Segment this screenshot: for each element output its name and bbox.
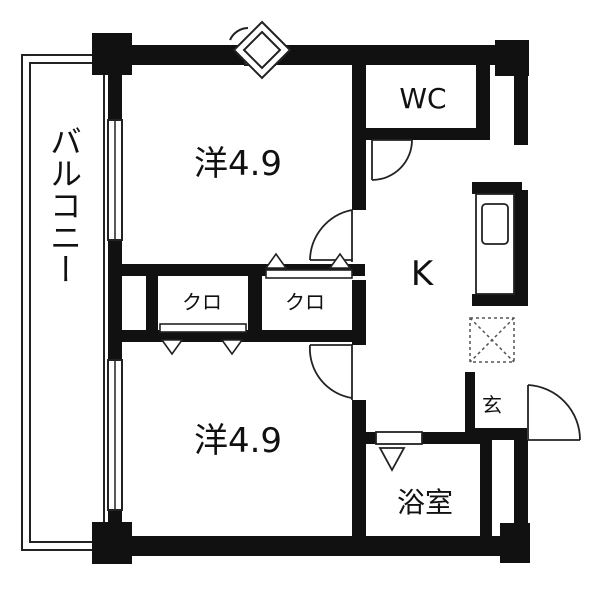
doors xyxy=(309,139,581,441)
room-label-closet-left: クロ xyxy=(182,290,222,314)
refrigerator-space xyxy=(469,317,515,363)
kitchen-sink xyxy=(475,193,515,295)
room-label-western-bottom: 洋4.9 xyxy=(194,421,282,461)
ventilation-marker xyxy=(229,20,292,80)
room-label-entrance: 玄 xyxy=(482,393,502,417)
room-label-western-top: 洋4.9 xyxy=(194,144,282,184)
closet-doors xyxy=(159,252,353,356)
room-label-closet-right: クロ xyxy=(285,290,325,314)
room-label-kitchen: K xyxy=(411,254,435,294)
room-label-wc: WC xyxy=(399,82,446,115)
bathroom-door xyxy=(375,431,423,472)
room-label-balcony: バルコニー xyxy=(45,125,83,285)
walls xyxy=(92,33,530,564)
room-label-bathroom: 浴室 xyxy=(397,486,453,519)
